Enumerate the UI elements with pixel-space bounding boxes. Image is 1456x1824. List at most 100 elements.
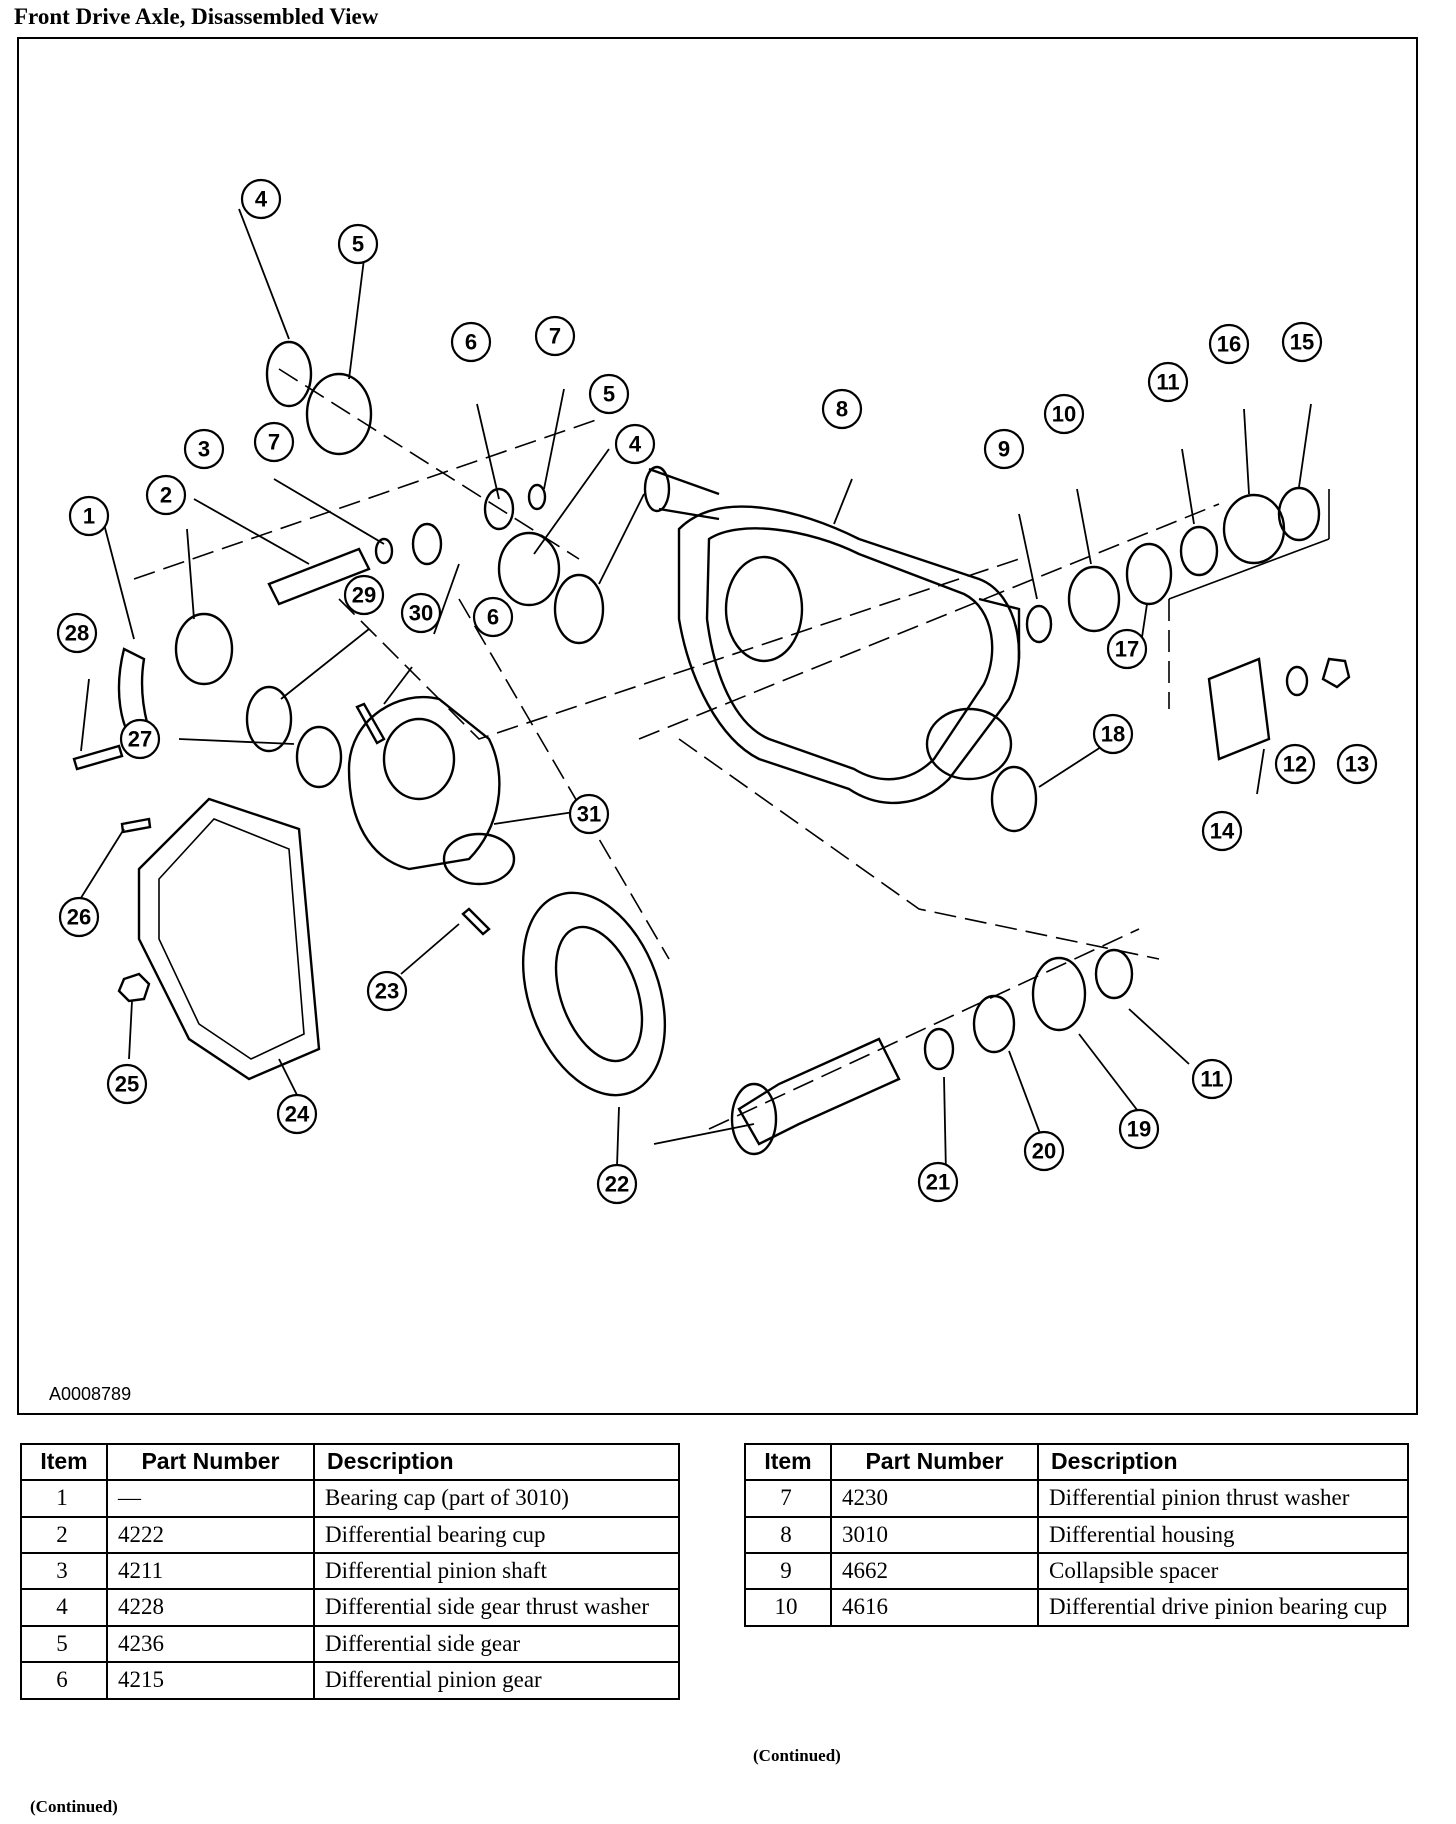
washer-18 [990, 765, 1038, 833]
svg-text:3: 3 [198, 437, 210, 462]
svg-text:13: 13 [1345, 752, 1369, 777]
callout: 24 [276, 1093, 318, 1135]
callout: 13 [1336, 743, 1378, 785]
item-cell: 5 [20, 1624, 108, 1664]
svg-text:24: 24 [285, 1102, 310, 1127]
differential-case-shape [347, 695, 516, 886]
item-cell: 3 [20, 1552, 108, 1591]
side-gear-5-top [305, 372, 373, 456]
svg-text:28: 28 [65, 621, 89, 646]
svg-text:16: 16 [1217, 332, 1241, 357]
svg-text:4: 4 [255, 187, 268, 212]
svg-text:9: 9 [998, 437, 1010, 462]
svg-text:14: 14 [1210, 819, 1235, 844]
callout: 5 [588, 373, 630, 415]
svg-text:22: 22 [605, 1172, 629, 1197]
header-description: Description [313, 1442, 680, 1482]
washer-12 [1285, 665, 1309, 697]
callout: 8 [821, 388, 863, 430]
svg-text:27: 27 [128, 727, 152, 752]
ring-gear-shape [521, 891, 667, 1097]
table-header-row: Item Part Number Description [744, 1442, 1409, 1482]
yoke-14 [1207, 657, 1271, 761]
svg-text:10: 10 [1052, 402, 1076, 427]
svg-text:7: 7 [268, 430, 280, 455]
svg-text:20: 20 [1032, 1139, 1056, 1164]
part-number-cell: 4236 [106, 1624, 315, 1664]
callout: 1 [68, 495, 110, 537]
callout: 9 [983, 428, 1025, 470]
header-part-number: Part Number [106, 1442, 315, 1482]
washer-4-top [265, 340, 313, 408]
item-cell: 6 [20, 1661, 108, 1700]
callout: 18 [1092, 713, 1134, 755]
header-item: Item [20, 1442, 108, 1482]
header-description: Description [1037, 1442, 1409, 1482]
svg-text:8: 8 [836, 397, 848, 422]
exploded-view-illustration: 1 2 3 4 5 7 6 7 5 4 6 8 9 10 11 16 15 17… [17, 37, 1418, 1415]
page-title: Front Drive Axle, Disassembled View [14, 4, 379, 29]
callout: 15 [1281, 321, 1323, 363]
svg-text:30: 30 [409, 601, 433, 626]
bolt-26 [120, 817, 152, 834]
callout: 22 [596, 1163, 638, 1205]
part-number-cell: 4230 [830, 1479, 1039, 1518]
bearing-cup-27 [295, 725, 343, 789]
description-cell: Differential side gear [313, 1624, 680, 1664]
callouts-layer: 1 2 3 4 5 7 6 7 5 4 6 8 9 10 11 16 15 17… [56, 178, 1378, 1205]
callout: 4 [240, 178, 282, 220]
shim-21 [923, 1027, 955, 1071]
header-item: Item [744, 1442, 832, 1482]
description-cell: Differential drive pinion bearing cup [1037, 1588, 1409, 1627]
seal-11-bottom [1094, 948, 1134, 1000]
pinion-shaft [267, 547, 371, 606]
svg-text:5: 5 [352, 232, 364, 257]
nut-25 [117, 972, 151, 1003]
differential-housing-shape [643, 465, 1021, 805]
bearing-17 [1125, 542, 1173, 606]
item-cell: 2 [20, 1515, 108, 1555]
description-cell: Differential pinion gear [313, 1661, 680, 1700]
svg-text:7: 7 [549, 324, 561, 349]
description-cell: Differential pinion shaft [313, 1552, 680, 1591]
callout: 10 [1043, 393, 1085, 435]
washer-7b [527, 483, 547, 511]
drive-pinion-shape [737, 1037, 901, 1146]
svg-text:6: 6 [487, 605, 499, 630]
parts-table-1: Item Part Number Description 1—Bearing c… [20, 1442, 680, 1700]
part-number-cell: 4215 [106, 1661, 315, 1700]
callout: 7 [534, 315, 576, 357]
callout: 4 [614, 423, 656, 465]
callout: 12 [1274, 743, 1316, 785]
continued-note: (Continued) [30, 1797, 118, 1816]
callout: 16 [1208, 323, 1250, 365]
svg-text:4: 4 [629, 432, 642, 457]
header-part-number: Part Number [830, 1442, 1039, 1482]
figure-id: A0008789 [49, 1384, 132, 1404]
bearing-cup-2 [174, 612, 234, 686]
callout: 7 [253, 421, 295, 463]
bolt-23 [461, 907, 491, 936]
bearing-20 [972, 994, 1016, 1054]
part-number-cell: 4211 [106, 1552, 315, 1591]
svg-text:25: 25 [115, 1072, 139, 1097]
bearing-29 [245, 685, 293, 753]
part-number-cell: — [106, 1479, 315, 1518]
callout: 19 [1118, 1108, 1160, 1150]
cup-10 [1067, 565, 1121, 633]
seal-15 [1277, 486, 1321, 542]
callout: 27 [119, 718, 161, 760]
callout: 3 [183, 428, 225, 470]
callout: 14 [1201, 810, 1243, 852]
svg-text:31: 31 [577, 802, 601, 827]
svg-text:5: 5 [603, 382, 615, 407]
side-gear-5-right [497, 531, 561, 607]
svg-text:11: 11 [1156, 370, 1179, 395]
